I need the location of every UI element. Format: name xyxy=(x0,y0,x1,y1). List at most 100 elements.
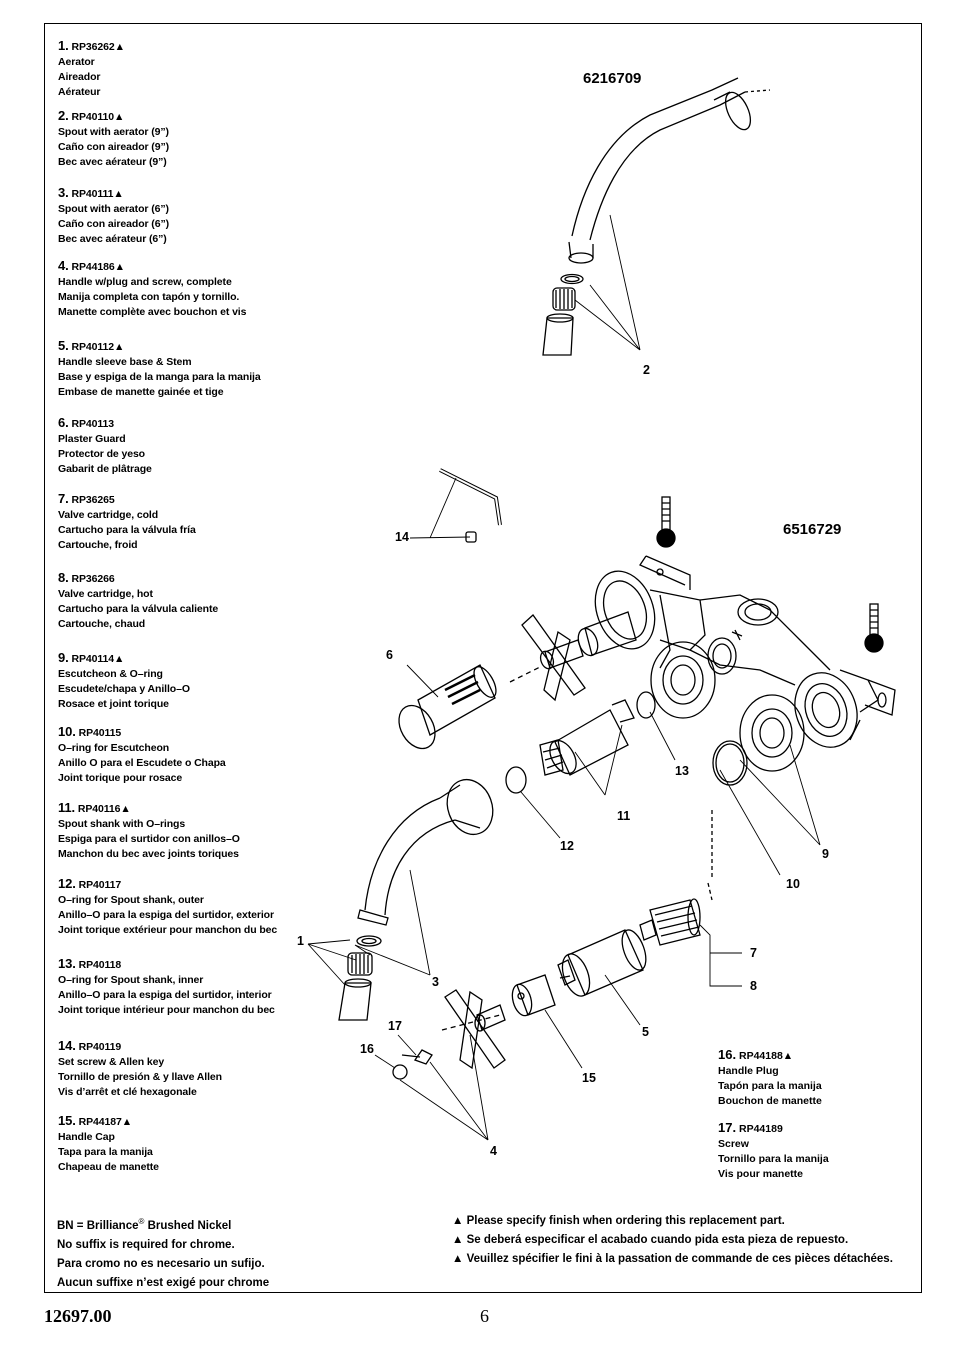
cold-indicator-icon xyxy=(656,496,676,548)
part-number: 6. xyxy=(58,415,69,430)
part-description: Manette complète avec bouchon et vis xyxy=(58,306,247,318)
part-heading: 13. RP40118 xyxy=(58,956,298,973)
part-description: Cartucho para la válvula caliente xyxy=(58,603,219,615)
page-frame xyxy=(44,23,922,1293)
allen-key-drawing xyxy=(409,468,502,543)
part-heading: 8. RP36266 xyxy=(58,570,298,587)
specify-finish-notes: ▲ Please specify finish when ordering th… xyxy=(452,1212,893,1269)
part-code: RP40112▲ xyxy=(71,341,125,353)
part-code: RP44187▲ xyxy=(78,1116,132,1128)
valve-cartridge-drawing xyxy=(639,810,742,987)
part-code: RP40117 xyxy=(78,879,122,891)
callout-6: 6 xyxy=(386,648,393,662)
part-description: Aerator xyxy=(58,56,95,68)
part-description: Plaster Guard xyxy=(58,433,126,445)
handle-cold-drawing xyxy=(509,611,637,702)
part-code: RP40113 xyxy=(71,418,114,430)
part-code: RP44188▲ xyxy=(739,1050,794,1062)
part-description: Cartouche, chaud xyxy=(58,618,146,630)
callout-17: 17 xyxy=(388,1019,402,1033)
part-entry: 3. RP40111▲Spout with aerator (6”) Caño c… xyxy=(58,185,298,247)
part-description: Escutcheon & O–ring xyxy=(58,668,163,680)
part-code: RP36262▲ xyxy=(71,41,125,53)
finish-notes: BN = Brilliance® Brushed Nickel No suffi… xyxy=(57,1212,269,1293)
part-description: Valve cartridge, cold xyxy=(58,509,159,521)
part-description: Spout with aerator (6”) xyxy=(58,203,169,215)
callout-8: 8 xyxy=(750,979,757,993)
part-description: Spout with aerator (9”) xyxy=(58,126,169,138)
part-code: RP44189 xyxy=(739,1123,783,1135)
part-description: Tornillo para la manija xyxy=(718,1153,829,1165)
part-description: Cartucho para la válvula fría xyxy=(58,524,196,536)
part-number: 4. xyxy=(58,258,69,273)
part-description: O–ring for Spout shank, inner xyxy=(58,974,204,986)
part-description: Joint torique pour rosace xyxy=(58,772,183,784)
part-code: RP40116▲ xyxy=(77,803,131,815)
part-description: Handle sleeve base & Stem xyxy=(58,356,192,368)
part-heading: 6. RP40113 xyxy=(58,415,298,432)
part-description: Caño con aireador (6”) xyxy=(58,218,169,230)
part-description: Joint torique intérieur pour manchon du … xyxy=(58,1004,275,1016)
part-number: 9. xyxy=(58,650,69,665)
part-number: 7. xyxy=(58,491,69,506)
valve-model-number: 6516729 xyxy=(783,521,842,538)
part-description: Handle w/plug and screw, complete xyxy=(58,276,232,288)
escutcheon-drawing xyxy=(505,641,805,794)
part-description: Caño con aireador (9”) xyxy=(58,141,169,153)
part-description: Tapa para la manija xyxy=(58,1146,153,1158)
part-description: O–ring for Spout shank, outer xyxy=(58,894,204,906)
part-description: Chapeau de manette xyxy=(58,1161,159,1173)
spout-model-number: 6216709 xyxy=(583,70,642,87)
part-code: RP36266 xyxy=(71,573,115,585)
callout-10: 10 xyxy=(786,877,800,891)
part-number: 2. xyxy=(58,108,69,123)
part-code: RP40114▲ xyxy=(71,653,125,665)
part-description: Cartouche, froid xyxy=(58,539,138,551)
part-code: RP40110▲ xyxy=(71,111,125,123)
callout-15: 15 xyxy=(582,1071,596,1085)
part-description: Bouchon de manette xyxy=(718,1095,822,1107)
callout-7: 7 xyxy=(750,946,757,960)
handle-sleeve-drawing xyxy=(557,929,647,1026)
part-description: Handle Plug xyxy=(718,1065,779,1077)
part-heading: 16. RP44188▲ xyxy=(718,1047,822,1064)
part-code: RP40111▲ xyxy=(71,188,124,200)
part-description: Escudete/chapa y Anillo–O xyxy=(58,683,190,695)
spout-shank-drawing xyxy=(539,699,635,796)
callout-9: 9 xyxy=(822,847,829,861)
part-code: RP40119 xyxy=(78,1041,122,1053)
part-description: Tornillo de presión & y llave Allen xyxy=(58,1071,222,1083)
part-description: Vis pour manette xyxy=(718,1168,803,1180)
part-description: Set screw & Allen key xyxy=(58,1056,165,1068)
part-description: Manchon du bec avec joints toriques xyxy=(58,848,239,860)
finish-note-line: Aucun suffixe n’est exigé pour chrome xyxy=(57,1276,270,1289)
callout-11: 11 xyxy=(617,809,631,823)
part-description: Embase de manette gainée et tige xyxy=(58,386,224,398)
callout-3: 3 xyxy=(432,975,439,989)
document-number: 12697.00 xyxy=(44,1306,112,1326)
callout-16: 16 xyxy=(360,1042,374,1056)
part-number: 15. xyxy=(58,1113,76,1128)
part-description: Joint torique extérieur pour manchon du … xyxy=(58,924,278,936)
part-description: Aérateur xyxy=(58,86,101,98)
part-description: Espiga para el surtidor con anillos–O xyxy=(58,833,240,845)
finish-note-line: No suffix is required for chrome. xyxy=(57,1238,235,1251)
callout-12: 12 xyxy=(560,839,574,853)
part-description: Rosace et joint torique xyxy=(58,698,169,710)
handle-cap-drawing xyxy=(511,974,583,1069)
part-heading: 3. RP40111▲ xyxy=(58,185,298,202)
part-description: Gabarit de plâtrage xyxy=(58,463,152,475)
part-code: RP36265 xyxy=(71,494,115,506)
part-heading: 7. RP36265 xyxy=(58,491,298,508)
part-description: Anillo–O para la espiga del surtidor, ex… xyxy=(58,909,274,921)
part-number: 5. xyxy=(58,338,69,353)
part-number: 1. xyxy=(58,38,69,53)
part-description: Aireador xyxy=(58,71,101,83)
